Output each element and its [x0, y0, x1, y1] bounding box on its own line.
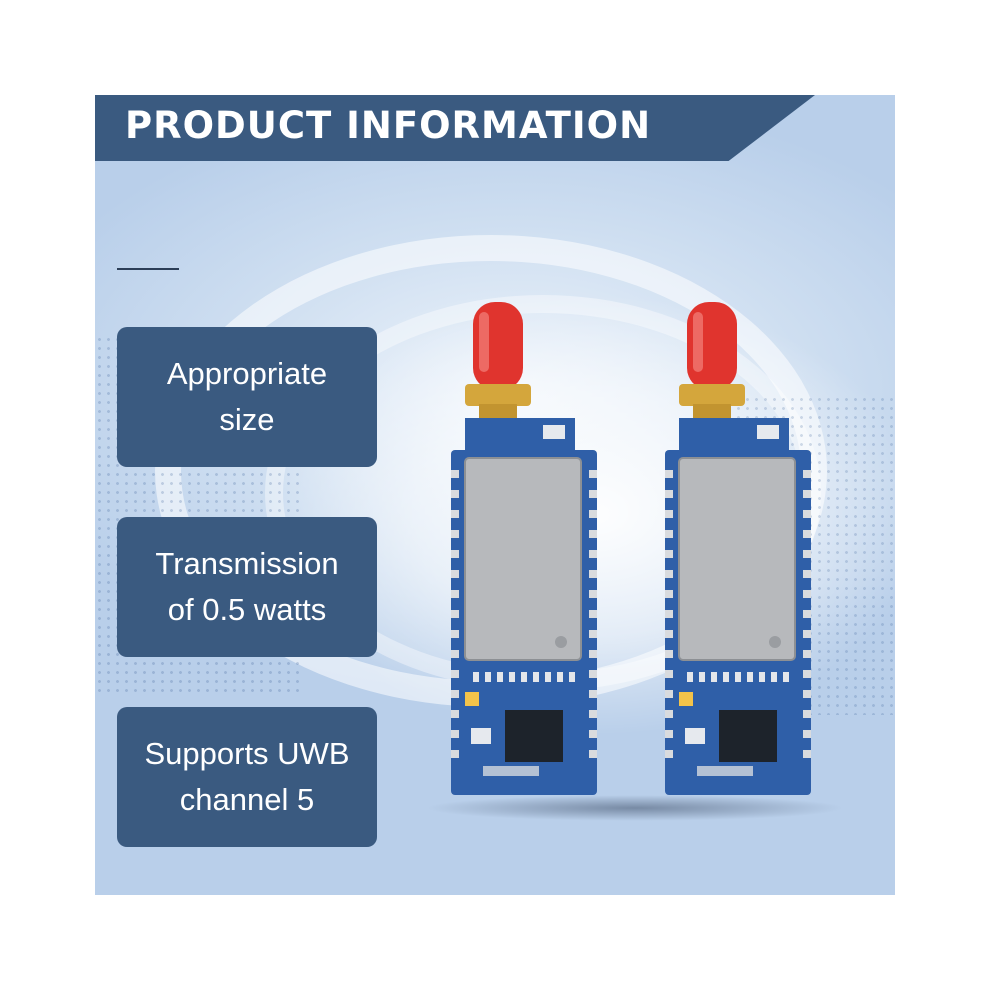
feature-box-size: Appropriate size	[117, 327, 377, 467]
product-info-panel: PRODUCT INFORMATION Appropriate size Tra…	[95, 95, 895, 895]
feature-text: Appropriate	[166, 356, 328, 391]
feature-text: size	[219, 402, 275, 437]
page-title: PRODUCT INFORMATION	[125, 104, 652, 147]
feature-text: of 0.5 watts	[167, 592, 327, 627]
feature-text: channel 5	[179, 782, 315, 817]
feature-box-uwb-channel: Supports UWB channel 5	[117, 707, 377, 847]
uwb-module-left	[451, 302, 597, 795]
uwb-module-right	[665, 302, 811, 795]
product-shadow	[425, 795, 845, 821]
feature-text: Supports UWB	[144, 736, 350, 771]
mcu-chip	[505, 710, 563, 762]
feature-text: Transmission	[155, 546, 339, 581]
rf-shield	[678, 457, 796, 661]
title-banner: PRODUCT INFORMATION	[95, 95, 815, 161]
feature-box-transmission: Transmission of 0.5 watts	[117, 517, 377, 657]
rf-shield	[464, 457, 582, 661]
divider-rule	[117, 268, 179, 270]
sma-connector	[679, 384, 745, 406]
sma-connector	[465, 384, 531, 406]
mcu-chip	[719, 710, 777, 762]
